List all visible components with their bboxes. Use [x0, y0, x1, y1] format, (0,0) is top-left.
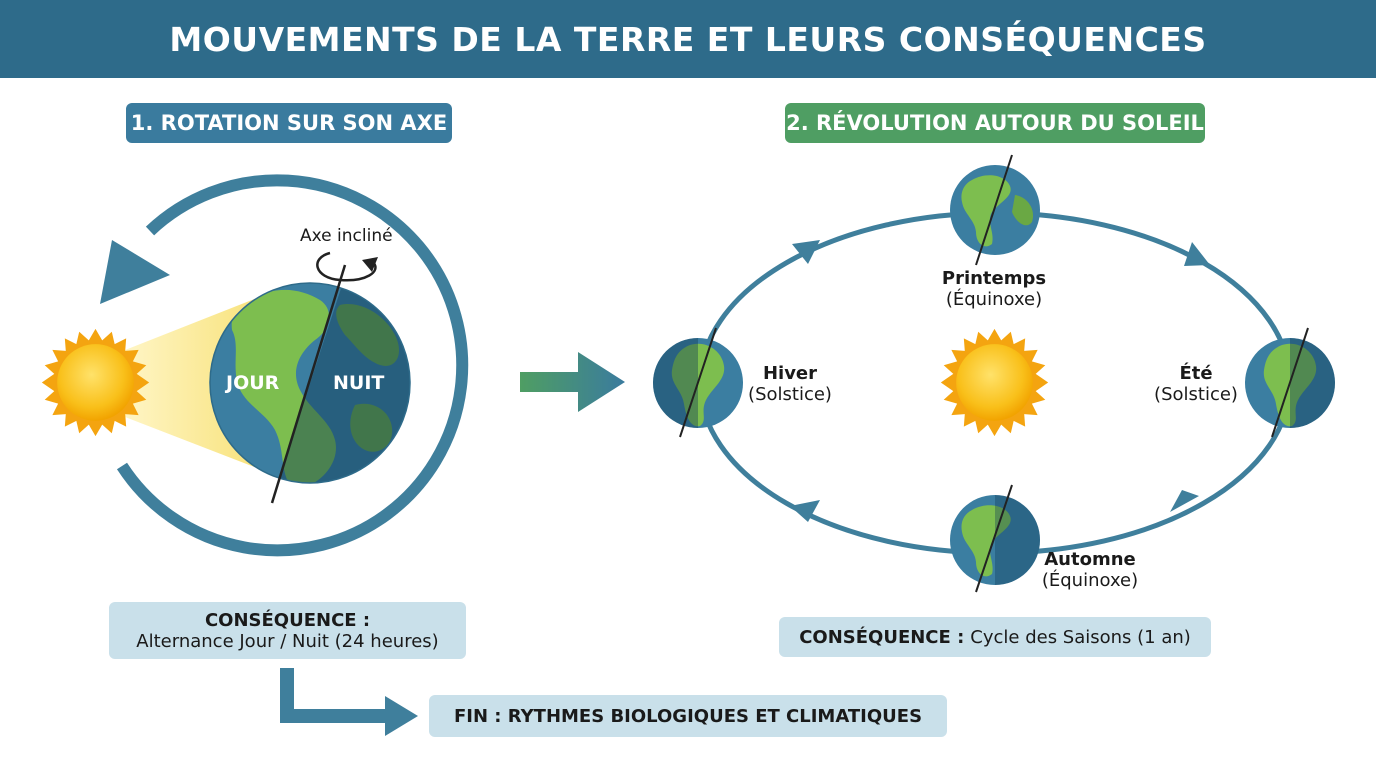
rotation-consequence-text: Alternance Jour / Nuit (24 heures) — [136, 630, 439, 652]
transition-arrow — [520, 352, 625, 412]
rotation-heading: 1. ROTATION SUR SON AXE — [126, 103, 452, 143]
earth-axis — [270, 264, 347, 504]
summer-name: Été — [1179, 363, 1213, 384]
rotation-consequence-title: CONSÉQUENCE : — [204, 609, 371, 631]
season-summer-label: Été (Solstice) — [1150, 363, 1242, 405]
orbit-arrow-1 — [792, 240, 820, 264]
spring-sub: (Équinoxe) — [945, 289, 1043, 310]
central-sun-icon — [940, 328, 1049, 437]
orbit-arrow-4 — [790, 500, 820, 522]
revolution-consequence-box: CONSÉQUENCE : Cycle des Saisons (1 an) — [779, 617, 1211, 657]
autumn-name: Automne — [1044, 549, 1136, 570]
autumn-sub: (Équinoxe) — [1041, 570, 1139, 591]
spring-name: Printemps — [941, 268, 1047, 289]
page-title: MOUVEMENTS DE LA TERRE ET LEURS CONSÉQUE… — [0, 0, 1376, 78]
axis-label: Axe incliné — [300, 226, 393, 246]
season-autumn-label: Automne (Équinoxe) — [1030, 549, 1150, 591]
summer-sub: (Solstice) — [1154, 384, 1238, 405]
final-arrow — [280, 668, 390, 723]
winter-name: Hiver — [762, 363, 818, 384]
orbit-arrow-3 — [1170, 490, 1199, 512]
rotation-consequence-box: CONSÉQUENCE : Alternance Jour / Nuit (24… — [109, 602, 466, 659]
revolution-consequence-text: Cycle des Saisons (1 an) — [970, 626, 1191, 648]
earth-summer-icon — [1245, 327, 1335, 438]
season-winter-label: Hiver (Solstice) — [745, 363, 835, 405]
earth-spring-icon — [950, 154, 1040, 266]
revolution-consequence-title: CONSÉQUENCE : — [799, 626, 965, 648]
orbit-arrow-2 — [1184, 242, 1210, 266]
season-spring-label: Printemps (Équinoxe) — [929, 268, 1059, 310]
earth-autumn-icon — [950, 484, 1040, 593]
rotation-arrowhead — [100, 240, 170, 304]
rotation-arrow — [116, 174, 469, 557]
earth-outline — [209, 282, 411, 484]
revolution-heading: 2. RÉVOLUTION AUTOUR DU SOLEIL — [785, 103, 1205, 143]
night-label: NUIT — [333, 372, 385, 394]
final-arrowhead — [385, 696, 418, 736]
final-box: FIN : RYTHMES BIOLOGIQUES ET CLIMATIQUES — [429, 695, 947, 737]
earth-winter-icon — [653, 327, 743, 438]
sun-icon — [41, 328, 150, 437]
spin-indicator-icon — [316, 251, 377, 282]
day-label: JOUR — [226, 372, 280, 394]
winter-sub: (Solstice) — [748, 384, 832, 405]
